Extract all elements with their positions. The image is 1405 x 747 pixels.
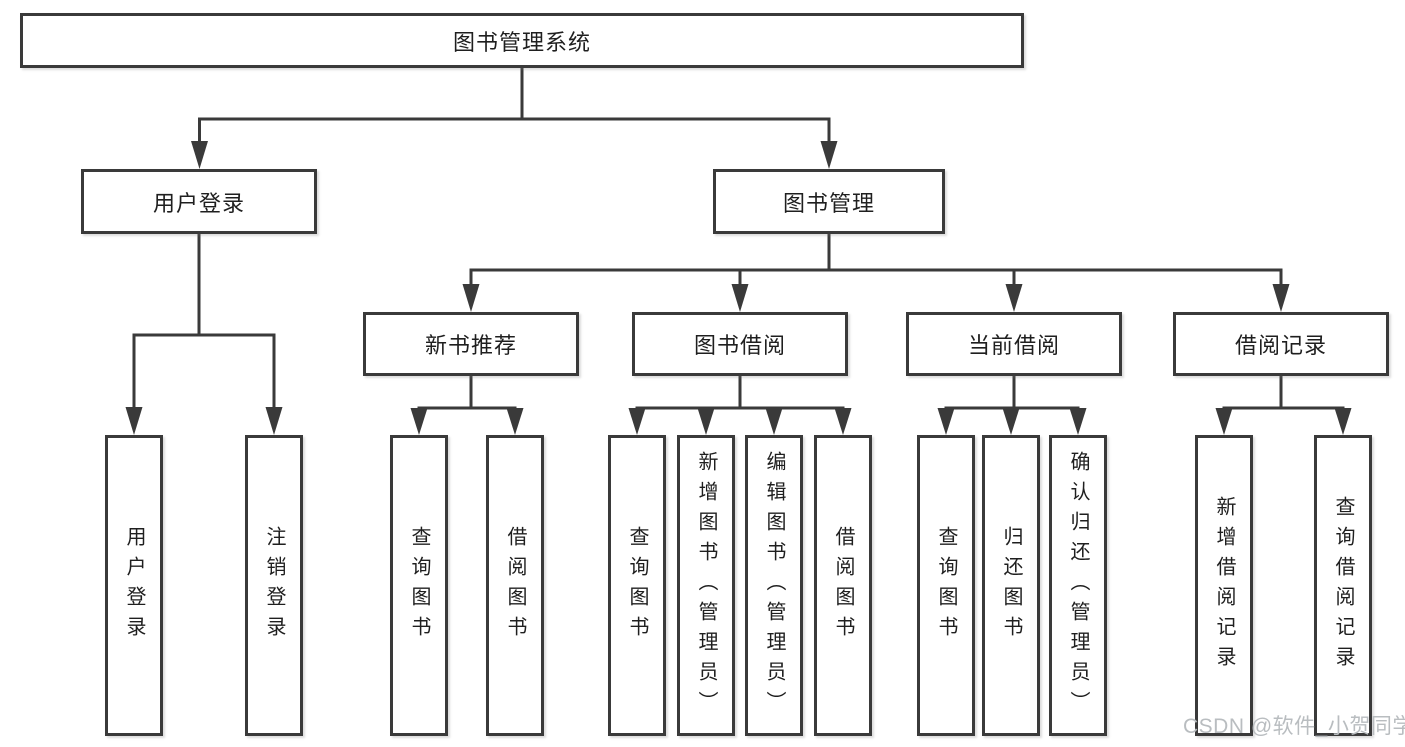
leaf-logout: 注销登录: [245, 435, 303, 736]
leaf-record-query-record-label: 查询借阅记录: [1332, 495, 1354, 676]
leaf-borrow-query-book-label: 查询图书: [626, 525, 648, 646]
leaf-current-return-book: 归还图书: [982, 435, 1040, 736]
node-root-label: 图书管理系统: [452, 29, 591, 55]
leaf-newrec-borrow-book: 借阅图书: [486, 435, 544, 736]
node-new-book-recommend: 新书推荐: [363, 312, 579, 376]
node-book-management-label: 图书管理: [782, 190, 875, 216]
node-book-borrow: 图书借阅: [632, 312, 848, 376]
node-root-system: 图书管理系统: [20, 13, 1024, 68]
node-user-login: 用户登录: [81, 169, 317, 234]
leaf-borrow-edit-book-admin: 编辑图书（管理员）: [745, 435, 803, 736]
leaf-borrow-borrow-book-label: 借阅图书: [832, 525, 854, 646]
node-user-login-label: 用户登录: [152, 190, 245, 216]
leaf-record-add-record: 新增借阅记录: [1195, 435, 1253, 736]
leaf-record-query-record: 查询借阅记录: [1314, 435, 1372, 736]
leaf-newrec-query-book-label: 查询图书: [408, 525, 430, 646]
node-borrow-record-label: 借阅记录: [1234, 333, 1327, 358]
leaf-user-login: 用户登录: [105, 435, 163, 736]
leaf-borrow-edit-book-admin-label: 编辑图书（管理员）: [763, 450, 785, 721]
leaf-borrow-borrow-book: 借阅图书: [814, 435, 872, 736]
node-book-management: 图书管理: [713, 169, 945, 234]
leaf-current-query-book-label: 查询图书: [935, 525, 957, 646]
leaf-borrow-query-book: 查询图书: [608, 435, 666, 736]
leaf-user-login-label: 用户登录: [123, 525, 145, 646]
leaf-current-query-book: 查询图书: [917, 435, 975, 736]
node-current-borrow: 当前借阅: [906, 312, 1122, 376]
leaf-current-confirm-return-admin-label: 确认归还（管理员）: [1067, 450, 1089, 721]
node-current-borrow-label: 当前借阅: [967, 333, 1060, 358]
node-borrow-record: 借阅记录: [1173, 312, 1389, 376]
leaf-logout-label: 注销登录: [263, 525, 285, 646]
leaf-borrow-add-book-admin-label: 新增图书（管理员）: [695, 450, 717, 721]
leaf-borrow-add-book-admin: 新增图书（管理员）: [677, 435, 735, 736]
leaf-record-add-record-label: 新增借阅记录: [1213, 495, 1235, 676]
leaf-current-return-book-label: 归还图书: [1000, 525, 1022, 646]
leaf-newrec-query-book: 查询图书: [390, 435, 448, 736]
node-book-borrow-label: 图书借阅: [693, 333, 786, 358]
leaf-current-confirm-return-admin: 确认归还（管理员）: [1049, 435, 1107, 736]
node-new-book-recommend-label: 新书推荐: [424, 333, 517, 358]
leaf-newrec-borrow-book-label: 借阅图书: [504, 525, 526, 646]
csdn-watermark: CSDN @软件_小贺同学: [1183, 715, 1405, 738]
